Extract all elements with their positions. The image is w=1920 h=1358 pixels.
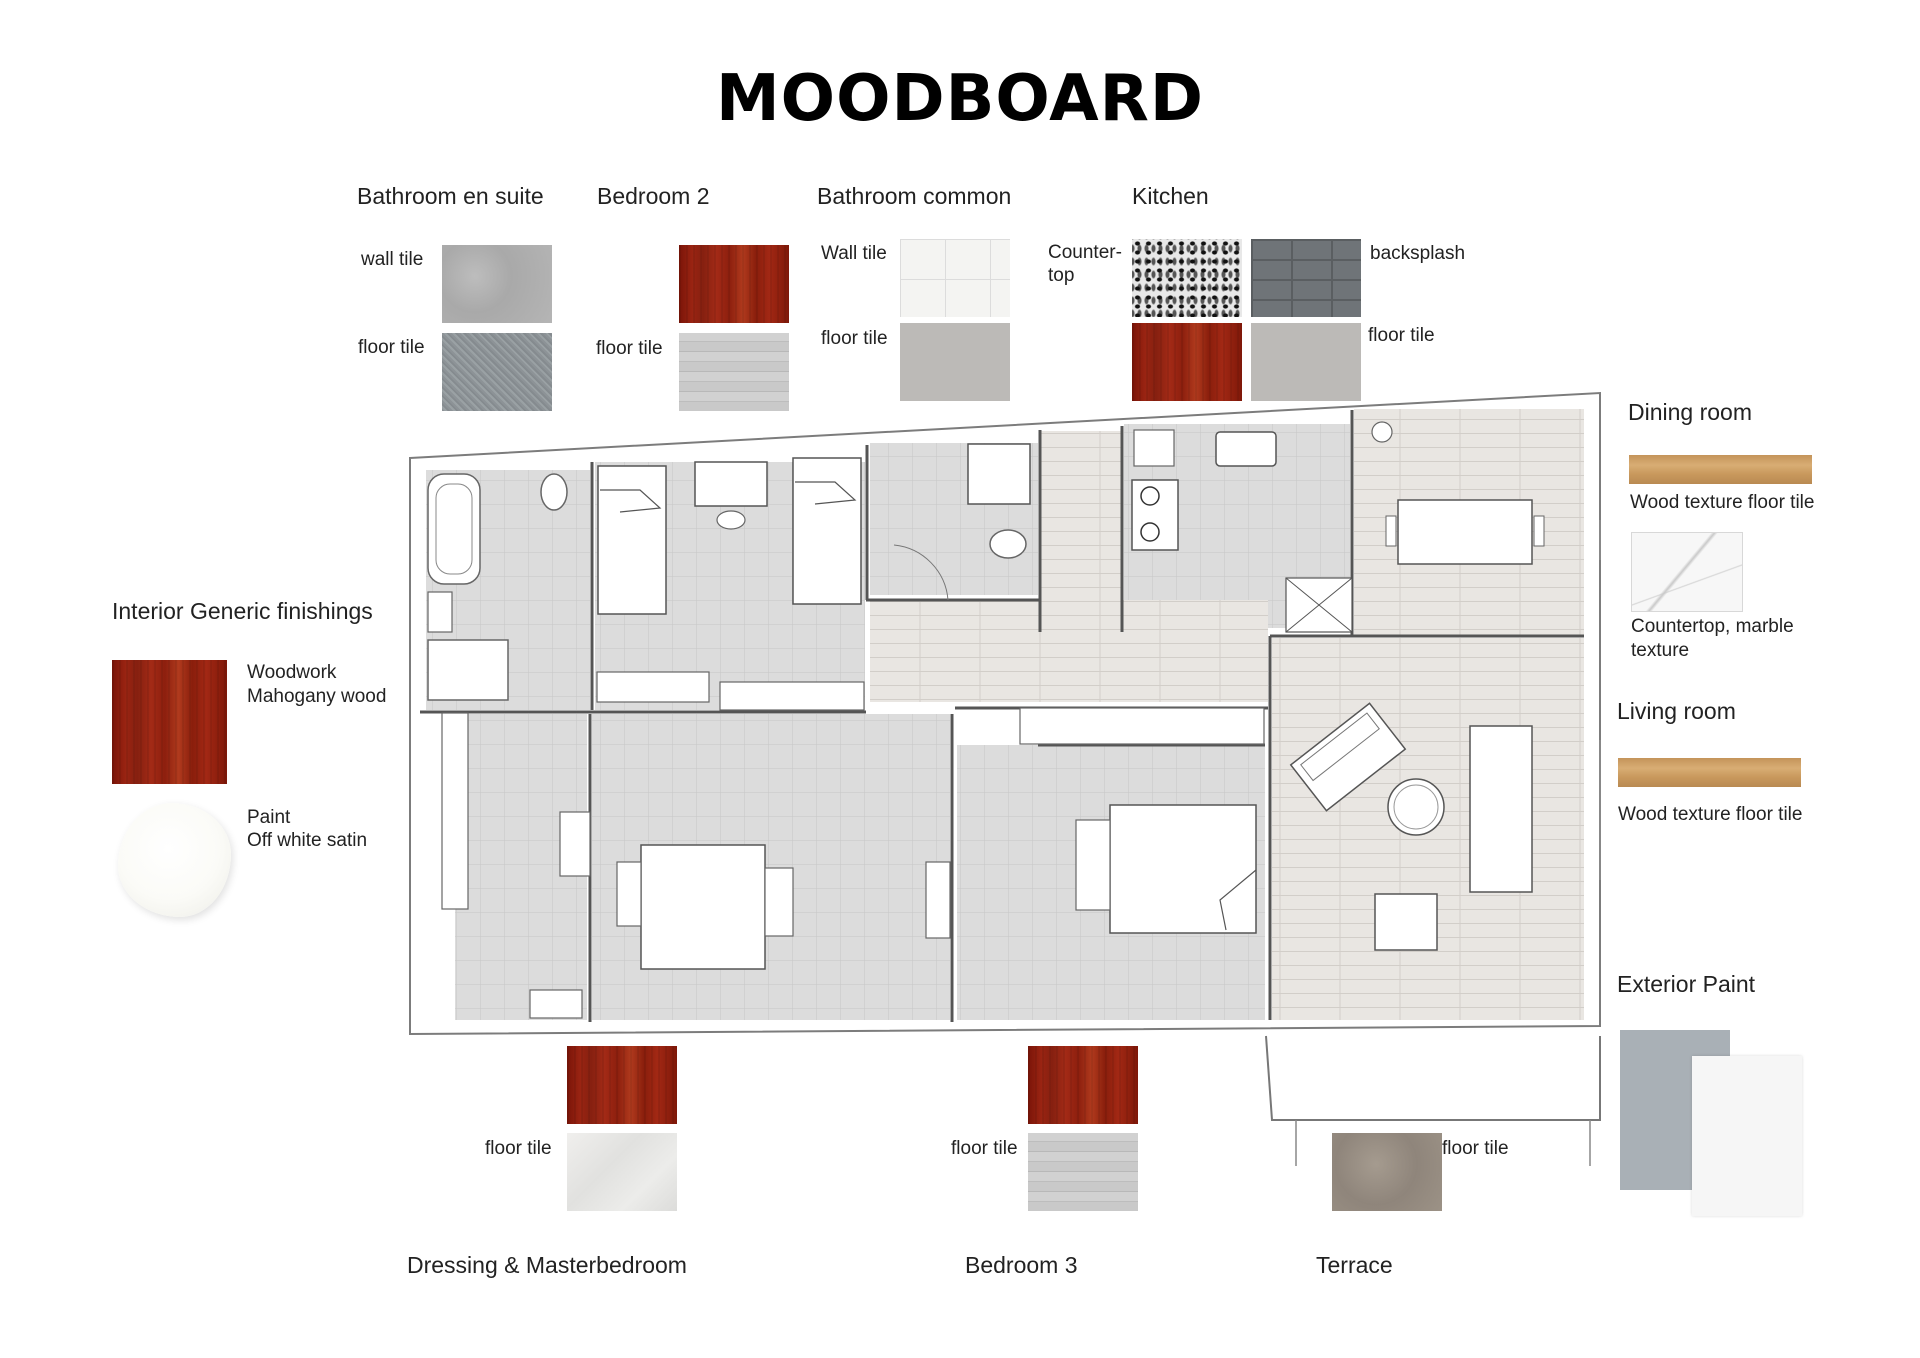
heading-bathroom-en-suite: Bathroom en suite — [357, 183, 544, 209]
swatch-terrace-stone — [1332, 1133, 1442, 1211]
swatch-grey-backsplash — [1251, 239, 1361, 317]
label-countertop-marble: Countertop, marble — [1631, 616, 1794, 637]
swatch-light-grey-floor — [1251, 323, 1361, 401]
room-hallway — [870, 600, 1268, 702]
label-paint: Paint — [247, 807, 291, 828]
swatch-mahogany-woodwork — [112, 660, 227, 784]
label-floor-tile: floor tile — [596, 338, 663, 359]
swatch-white-wall-tile — [900, 239, 1010, 317]
swatch-grey-stone-wall — [442, 245, 552, 323]
heading-interior-generic: Interior Generic finishings — [112, 598, 373, 624]
label-counter: Counter- — [1048, 242, 1122, 263]
swatch-grey-wood-floor — [679, 333, 789, 411]
heading-living-room: Living room — [1617, 698, 1736, 724]
label-off-white-satin: Off white satin — [247, 830, 368, 851]
label-wood-floor-tile: Wood texture floor tile — [1618, 804, 1803, 825]
heading-bedroom-3: Bedroom 3 — [965, 1252, 1078, 1278]
heading-exterior-paint: Exterior Paint — [1617, 971, 1756, 997]
label-floor-tile: floor tile — [951, 1138, 1018, 1159]
label-wall-tile: Wall tile — [821, 243, 887, 264]
swatch-granite-countertop — [1132, 239, 1242, 317]
label-floor-tile: floor tile — [485, 1138, 552, 1159]
swatch-white-marble — [1631, 532, 1743, 612]
label-backsplash: backsplash — [1370, 243, 1466, 264]
swatch-oak-floor — [1629, 455, 1812, 484]
heading-terrace: Terrace — [1316, 1252, 1393, 1278]
label-floor-tile: floor tile — [358, 337, 425, 358]
swatch-oak-floor — [1618, 758, 1801, 787]
swatch-dark-stone-floor — [442, 333, 552, 411]
swatch-mahogany — [679, 245, 789, 323]
label-texture: texture — [1631, 640, 1690, 661]
swatch-mahogany — [1028, 1046, 1138, 1124]
label-floor-tile: floor tile — [1442, 1138, 1509, 1159]
label-floor-tile: floor tile — [1368, 325, 1435, 346]
heading-bedroom-2: Bedroom 2 — [597, 183, 710, 209]
swatch-off-white-paint — [118, 803, 231, 917]
swatch-mahogany — [1132, 323, 1242, 401]
swatch-light-grey-floor — [900, 323, 1010, 401]
heading-kitchen: Kitchen — [1132, 183, 1209, 209]
heading-dressing-master: Dressing & Masterbedroom — [407, 1252, 687, 1278]
swatch-white-marble-floor — [567, 1133, 677, 1211]
swatch-exterior-white — [1692, 1056, 1802, 1216]
heading-bathroom-common: Bathroom common — [817, 183, 1012, 209]
swatch-mahogany — [567, 1046, 677, 1124]
swatch-grey-wood-floor — [1028, 1133, 1138, 1211]
label-top: top — [1048, 265, 1075, 286]
label-wall-tile: wall tile — [361, 249, 424, 270]
page-title: MOODBOARD — [715, 62, 1205, 136]
room-kitchen-entry — [1040, 431, 1122, 631]
label-wood-floor-tile: Wood texture floor tile — [1630, 492, 1815, 513]
label-mahogany-wood: Mahogany wood — [247, 686, 387, 707]
heading-dining-room: Dining room — [1628, 399, 1752, 425]
label-floor-tile: floor tile — [821, 328, 888, 349]
label-woodwork: Woodwork — [247, 662, 337, 683]
